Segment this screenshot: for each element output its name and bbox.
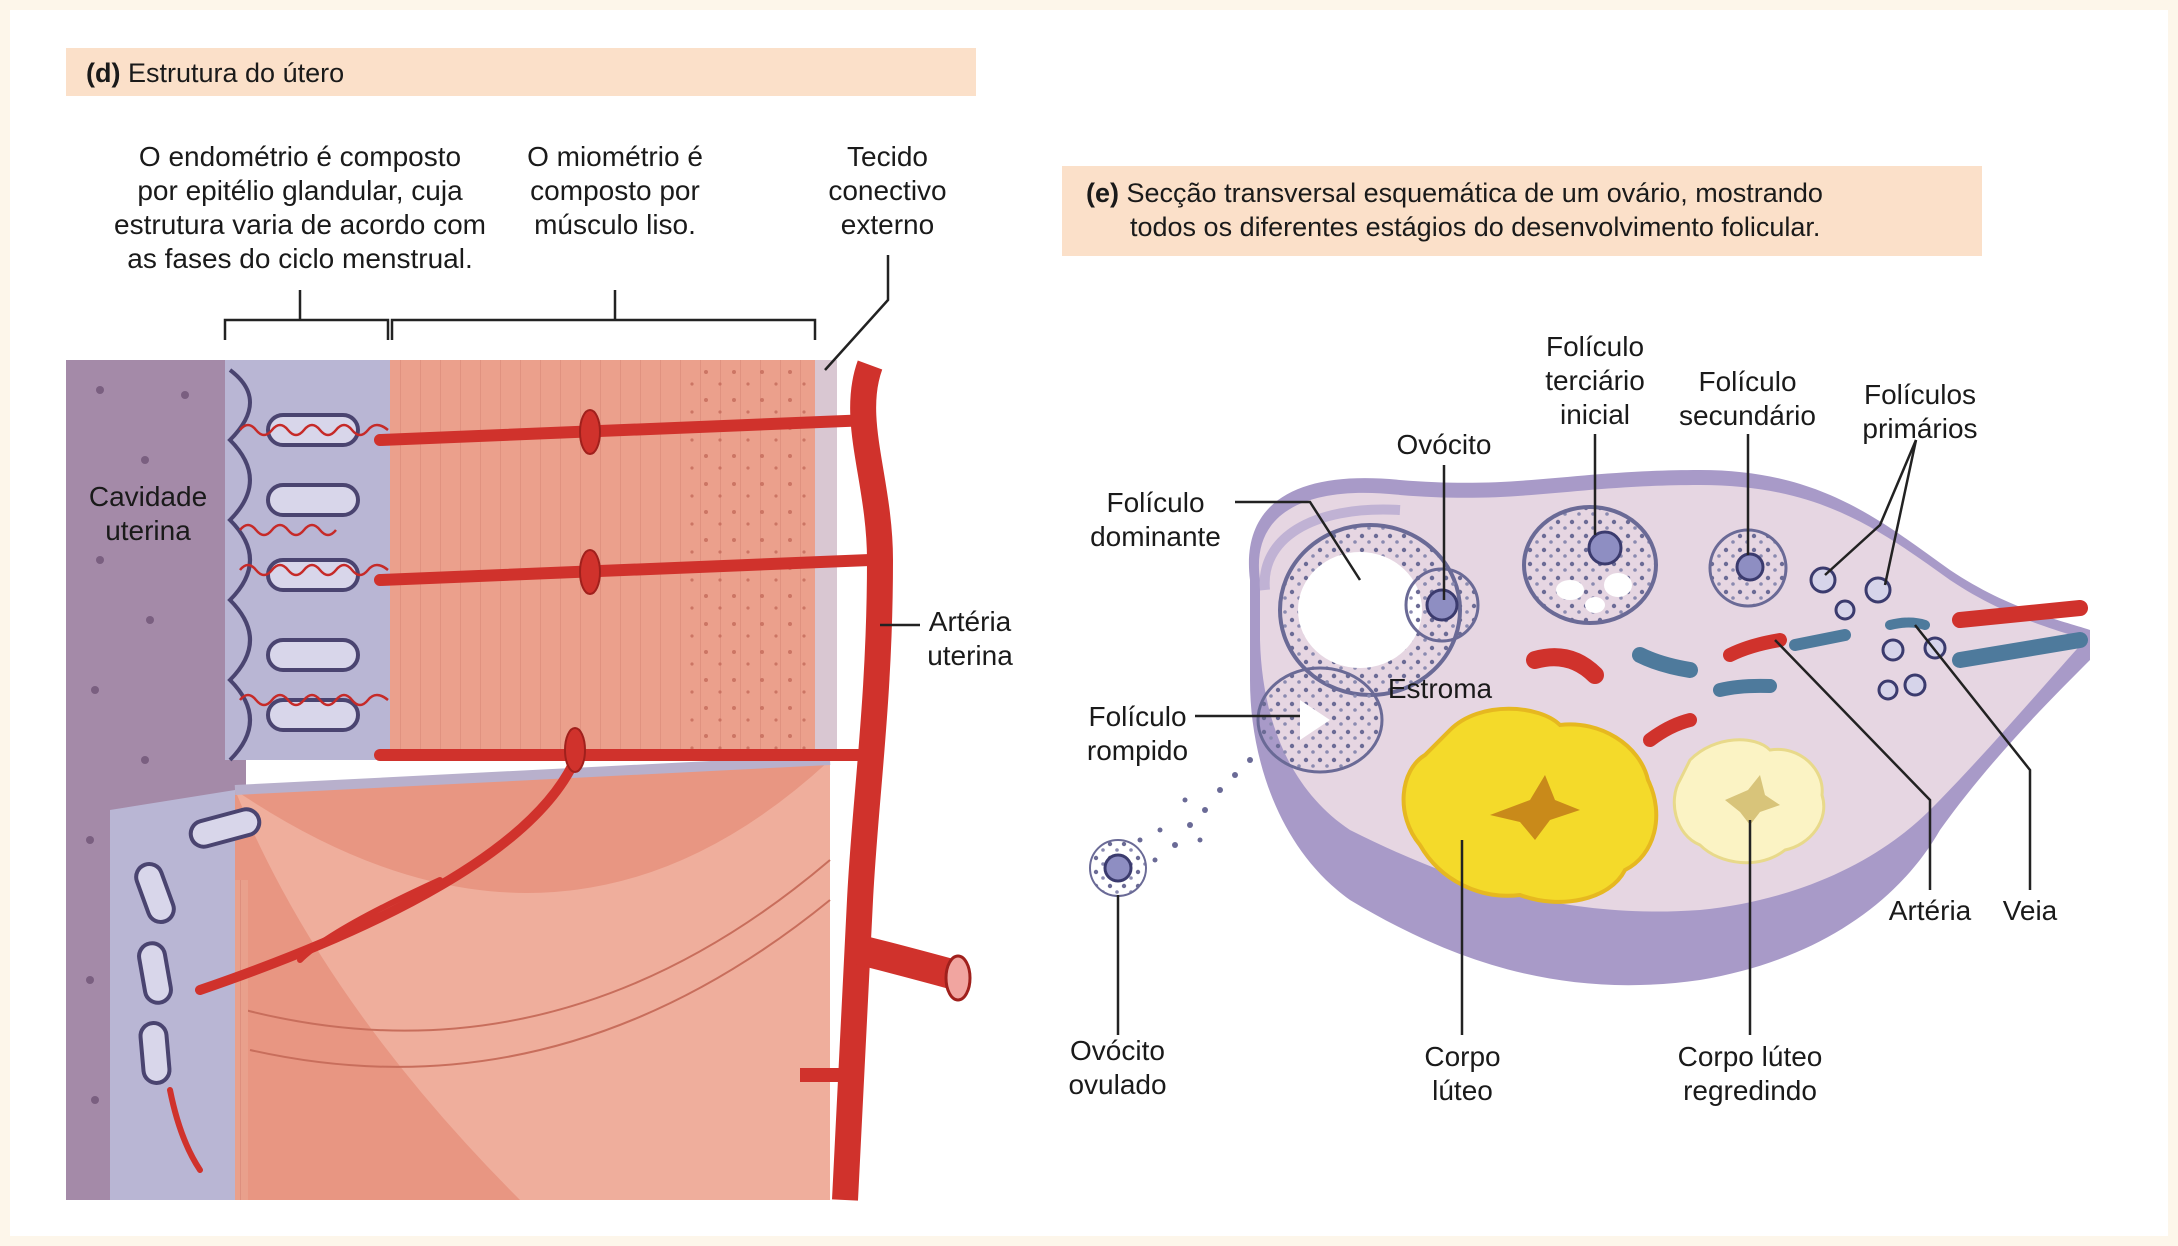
primary-follicles-label: Folículos primários: [1845, 378, 1995, 446]
endometrium-label-line2: por epitélio glandular, cuja: [100, 174, 500, 208]
tertiary-follicle-label-line3: inicial: [1520, 398, 1670, 432]
endometrium-label-line1: O endométrio é composto: [100, 140, 500, 174]
ruptured-follicle-label-line1: Folículo: [1070, 700, 1205, 734]
uterine-cavity-label-line1: Cavidade: [78, 480, 218, 514]
vein-label: Veia: [1990, 894, 2070, 928]
oocyte-label: Ovócito: [1384, 428, 1504, 462]
dominant-follicle-label-line1: Folículo: [1078, 486, 1233, 520]
tertiary-follicle-label-line2: terciário: [1520, 364, 1670, 398]
uterine-artery-label: Artéria uterina: [915, 605, 1025, 673]
ovulated-oocyte-label-line1: Ovócito: [1055, 1034, 1180, 1068]
myometrium-label: O miométrio é composto por músculo liso.: [510, 140, 720, 242]
stroma-label: Estroma: [1380, 672, 1500, 706]
connective-tissue-label-line1: Tecido: [800, 140, 975, 174]
ovulated-oocyte-label: Ovócito ovulado: [1055, 1034, 1180, 1102]
corpus-luteum-label-line1: Corpo: [1405, 1040, 1520, 1074]
connective-tissue-label: Tecido conectivo externo: [800, 140, 975, 242]
ovary-diagram: [1090, 434, 2090, 1035]
uterine-cavity-label-line2: uterina: [78, 514, 218, 548]
primary-follicles-label-line2: primários: [1845, 412, 1995, 446]
uterine-artery-label-line1: Artéria: [915, 605, 1025, 639]
endometrium-label-line3: estrutura varia de acordo com: [100, 208, 500, 242]
uterus-diagram: [66, 255, 970, 1200]
secondary-follicle-label-line1: Folículo: [1665, 365, 1830, 399]
ovulated-oocyte-label-line2: ovulado: [1055, 1068, 1180, 1102]
oocyte-label-line1: Ovócito: [1384, 428, 1504, 462]
ruptured-follicle-label-line2: rompido: [1070, 734, 1205, 768]
artery-label: Artéria: [1870, 894, 1990, 928]
myometrium-label-line3: músculo liso.: [510, 208, 720, 242]
dominant-follicle-label-line2: dominante: [1078, 520, 1233, 554]
endometrium-lower: [110, 790, 235, 1200]
ruptured-follicle-label: Folículo rompido: [1070, 700, 1205, 768]
regressing-corpus-luteum-label: Corpo lúteo regredindo: [1660, 1040, 1840, 1108]
tertiary-follicle-label: Folículo terciário inicial: [1520, 330, 1670, 432]
artery-label-line1: Artéria: [1870, 894, 1990, 928]
corpus-luteum-label-line2: lúteo: [1405, 1074, 1520, 1108]
dominant-follicle-label: Folículo dominante: [1078, 486, 1233, 554]
regressing-corpus-luteum-label-line1: Corpo lúteo: [1660, 1040, 1840, 1074]
connective-tissue-label-line2: conectivo: [800, 174, 975, 208]
regressing-corpus-luteum-label-line2: regredindo: [1660, 1074, 1840, 1108]
primary-follicles-label-line1: Folículos: [1845, 378, 1995, 412]
myometrium-label-line1: O miométrio é: [510, 140, 720, 174]
vein-label-line1: Veia: [1990, 894, 2070, 928]
secondary-follicle-label: Folículo secundário: [1665, 365, 1830, 433]
uterine-cavity-label: Cavidade uterina: [78, 480, 218, 548]
connective-tissue-label-line3: externo: [800, 208, 975, 242]
endometrium-label: O endométrio é composto por epitélio gla…: [100, 140, 500, 276]
corpus-luteum-label: Corpo lúteo: [1405, 1040, 1520, 1108]
uterine-artery-label-line2: uterina: [915, 639, 1025, 673]
tertiary-follicle-label-line1: Folículo: [1520, 330, 1670, 364]
stroma-label-line1: Estroma: [1380, 672, 1500, 706]
secondary-follicle-label-line2: secundário: [1665, 399, 1830, 433]
myometrium-label-line2: composto por: [510, 174, 720, 208]
endometrium-label-line4: as fases do ciclo menstrual.: [100, 242, 500, 276]
